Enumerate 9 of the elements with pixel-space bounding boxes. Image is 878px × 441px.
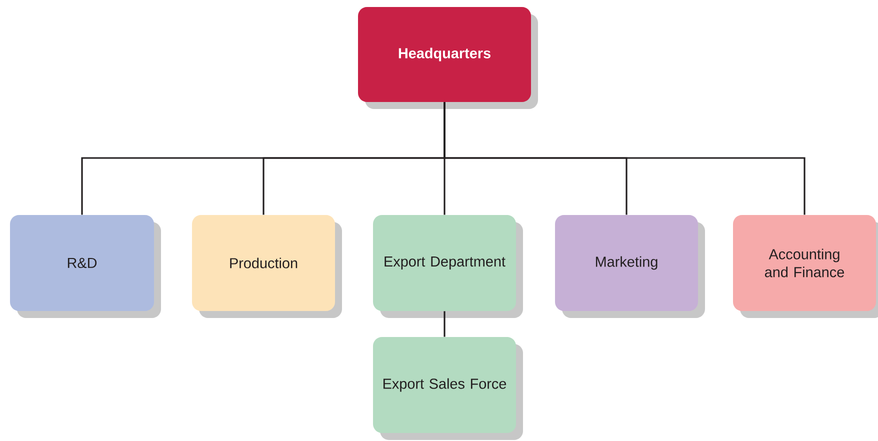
connector-line xyxy=(444,102,806,215)
department-box: Export Department xyxy=(373,215,523,318)
department-box: Marketing xyxy=(555,215,705,318)
department-box: R&D xyxy=(10,215,161,318)
department-box: Production xyxy=(192,215,342,318)
department-box: Export Sales Force xyxy=(373,337,523,440)
headquarters-box: Headquarters xyxy=(358,7,538,109)
connector-line xyxy=(444,311,446,337)
department-box: Accounting and Finance xyxy=(733,215,878,318)
